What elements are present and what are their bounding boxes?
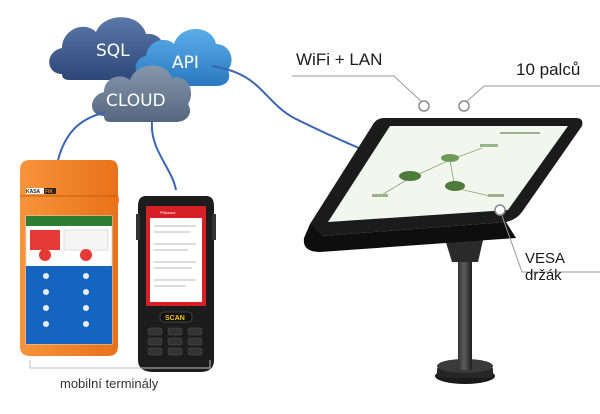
tablet [303, 118, 583, 252]
pos-brand-suffix: FIK [45, 189, 53, 195]
cable-to-pos [57, 111, 107, 161]
vesa-marker [494, 204, 506, 216]
network-cables [57, 65, 369, 191]
scanner-terminal: Příkazce SCAN [136, 196, 216, 372]
pos-brand-prefix: KASA [26, 189, 41, 195]
wifi-marker [418, 100, 430, 112]
cable-to-scanner [150, 121, 177, 191]
screen-size-label: 10 palců [516, 60, 581, 79]
tablet-screen [328, 126, 568, 222]
cloud-sql: SQL [49, 17, 165, 81]
cloud-main: CLOUD [92, 65, 192, 122]
cloud-label: CLOUD [106, 91, 166, 111]
mobile-terminals-label: mobilní terminály [60, 376, 159, 391]
terminals-bracket [29, 360, 211, 369]
callout-lines [292, 75, 600, 273]
sql-label: SQL [96, 41, 130, 61]
cable-to-tablet [211, 65, 369, 153]
scan-key: SCAN [165, 315, 185, 322]
pos-terminal: KASA FIK [20, 160, 119, 356]
api-label: API [172, 53, 199, 73]
svg-text:FIK: FIK [45, 189, 53, 195]
tablet-stand [435, 236, 495, 384]
vesa-label: VESA držák [525, 250, 565, 284]
size-marker [458, 100, 470, 112]
svg-text:KASA: KASA [26, 189, 41, 195]
scanner-header: Příkazce [160, 210, 176, 215]
wifi-lan-label: WiFi + LAN [296, 50, 383, 69]
callout-markers [418, 100, 506, 216]
